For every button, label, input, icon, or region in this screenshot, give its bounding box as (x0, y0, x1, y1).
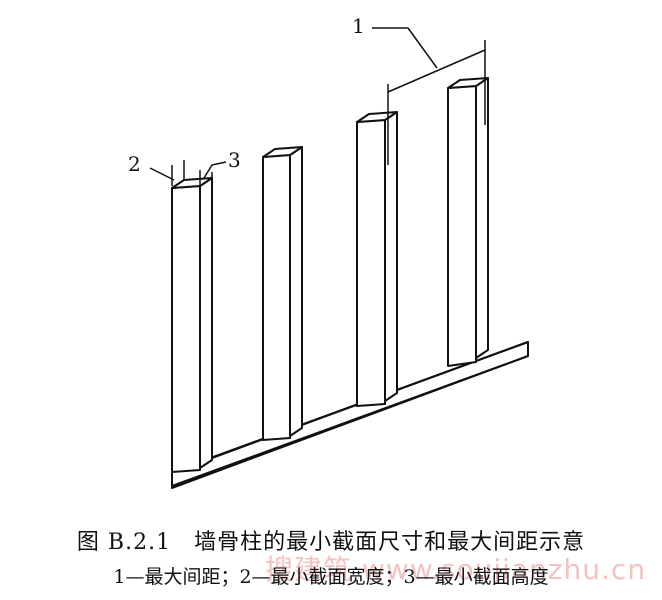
dimension-lines (149, 27, 486, 186)
stud-4 (447, 77, 489, 367)
figure-legend: 1—最大间距；2—最小截面宽度；3—最小截面高度 (113, 566, 549, 588)
figure-caption: 图 B.2.1 墙骨柱的最小截面尺寸和最大间距示意 (76, 530, 586, 555)
label-1: 1 (352, 14, 365, 38)
label-2: 2 (128, 152, 141, 176)
label-3: 3 (228, 148, 241, 172)
stud-1 (171, 177, 213, 473)
stud-3 (356, 111, 398, 407)
watermark: 搜建筑 www.soujianzhu.cn (265, 553, 647, 586)
bottom-plate (171, 341, 529, 489)
stud-2 (262, 146, 303, 441)
